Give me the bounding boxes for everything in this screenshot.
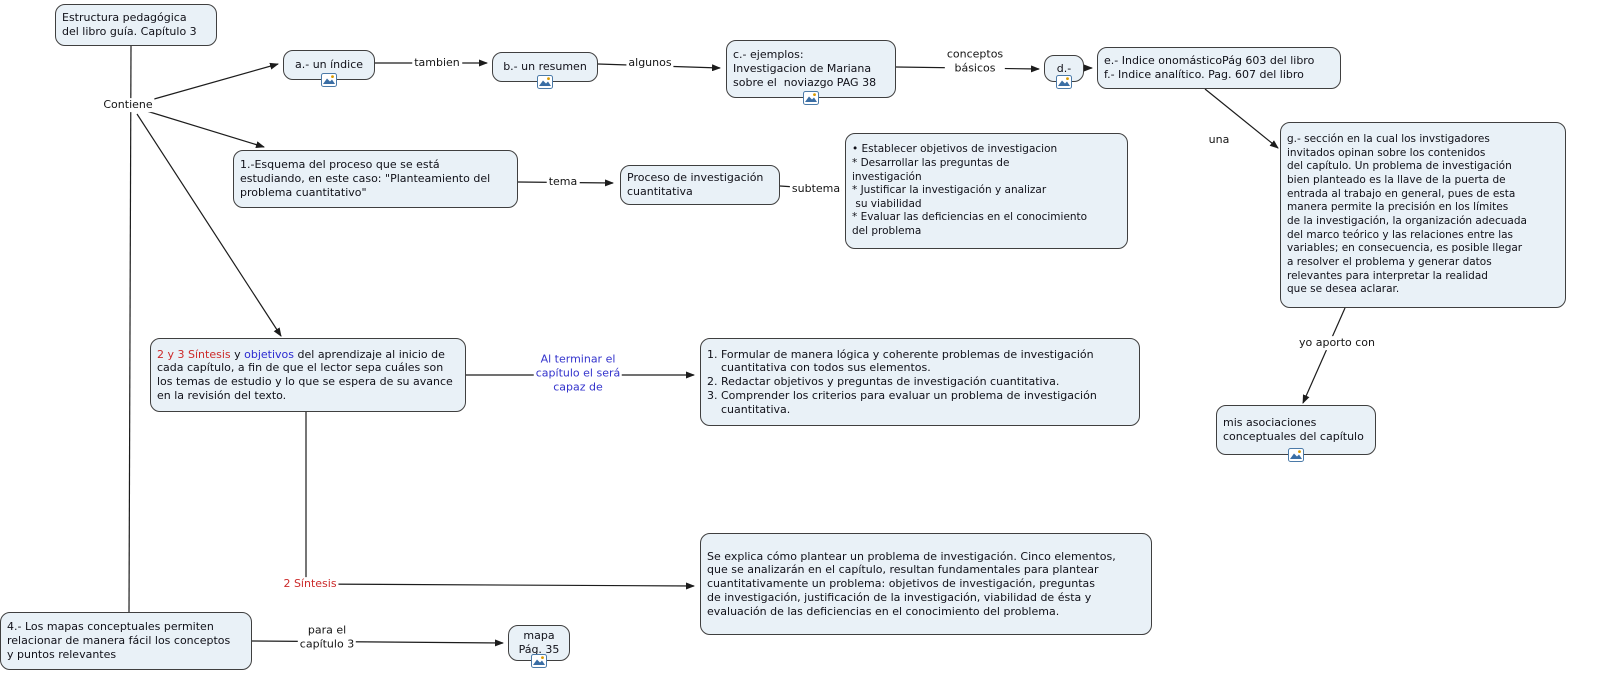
- edge-contiene-esquema: [139, 108, 265, 149]
- edge-root-mapas: [128, 45, 132, 613]
- edge-sintesis-explicacion: [305, 412, 695, 590]
- node-text: Proceso de investigación cuantitativa: [627, 171, 764, 198]
- node-text: 1.-Esquema del proceso que se está estud…: [240, 158, 491, 199]
- edge-seccion-asociaciones: [1302, 307, 1346, 404]
- text-segment-blue: objetivos: [244, 347, 295, 361]
- concept-node-asociaciones[interactable]: mis asociaciones conceptuales del capítu…: [1216, 405, 1376, 462]
- link-label-tema[interactable]: tema: [546, 175, 580, 189]
- concept-node-sintesis-explicacion[interactable]: Se explica cómo plantear un problema de …: [700, 533, 1152, 635]
- node-text: 1. Formular de manera lógica y coherente…: [707, 347, 1097, 416]
- node-text: e.- Indice onomásticoPág 603 del libro f…: [1104, 54, 1315, 81]
- link-label-contiene[interactable]: Contiene: [101, 98, 155, 112]
- concept-node-root[interactable]: Estructura pedagógica del libro guía. Ca…: [55, 4, 217, 46]
- link-label-para-el-capitulo-3[interactable]: para el capítulo 3: [297, 623, 357, 651]
- node-text: • Establecer objetivos de investigacion …: [852, 143, 1088, 238]
- link-label-algunos[interactable]: algunos: [626, 56, 674, 70]
- edge-contiene-indice: [139, 62, 279, 104]
- link-label-al-terminar[interactable]: Al terminar el capítulo el será capaz de: [533, 352, 623, 394]
- link-label-yo-aporto-con[interactable]: yo aporto con: [1296, 336, 1378, 350]
- image-icon[interactable]: [803, 91, 819, 105]
- node-text: b.- un resumen: [503, 60, 587, 74]
- edge-mapas-mapapag: [251, 639, 504, 647]
- concept-node-objetivos-lista[interactable]: • Establecer objetivos de investigacion …: [845, 133, 1128, 249]
- concept-node-capacidades[interactable]: 1. Formular de manera lógica y coherente…: [700, 338, 1140, 426]
- node-text: Se explica cómo plantear un problema de …: [707, 549, 1116, 618]
- link-label-una[interactable]: una: [1206, 133, 1232, 147]
- link-label-2-sintesis[interactable]: 2 Síntesis: [281, 577, 339, 591]
- concept-node-resumen[interactable]: b.- un resumen: [492, 52, 598, 89]
- image-icon[interactable]: [1056, 75, 1072, 89]
- text-segment: del aprendizaje al inicio de cada capítu…: [157, 347, 453, 402]
- node-text: a.- un índice: [294, 58, 364, 72]
- concept-node-indices-ef[interactable]: e.- Indice onomásticoPág 603 del libro f…: [1097, 47, 1341, 89]
- node-text: c.- ejemplos: Investigacion de Mariana s…: [733, 48, 877, 89]
- text-segment-red: 2 y 3 Síntesis: [157, 347, 231, 361]
- link-label-tambien[interactable]: tambien: [412, 56, 462, 70]
- concept-node-mapas[interactable]: 4.- Los mapas conceptuales permiten rela…: [0, 612, 252, 670]
- node-text: g.- sección en la cual los invstigadores…: [1287, 133, 1527, 296]
- node-text: 4.- Los mapas conceptuales permiten rela…: [7, 620, 231, 661]
- concept-node-d[interactable]: d.-: [1044, 55, 1084, 89]
- concept-node-proceso[interactable]: Proceso de investigación cuantitativa: [620, 165, 780, 205]
- node-text: Estructura pedagógica del libro guía. Ca…: [62, 11, 197, 38]
- node-text: 2 y 3 Síntesis y objetivos del aprendiza…: [157, 348, 459, 403]
- text-segment: y: [230, 347, 245, 361]
- concept-node-mapa-pag[interactable]: mapa Pág. 35: [508, 625, 570, 668]
- node-text: mis asociaciones conceptuales del capítu…: [1223, 416, 1364, 443]
- concept-node-indice[interactable]: a.- un índice: [283, 50, 375, 87]
- link-label-conceptos-basicos[interactable]: conceptos básicos: [944, 47, 1006, 75]
- image-icon[interactable]: [321, 73, 337, 87]
- link-label-subtema[interactable]: subtema: [789, 182, 843, 196]
- node-text: d.-: [1056, 61, 1072, 75]
- node-text: mapa Pág. 35: [518, 629, 560, 656]
- image-icon[interactable]: [531, 654, 547, 668]
- concept-node-esquema[interactable]: 1.-Esquema del proceso que se está estud…: [233, 150, 518, 208]
- concept-node-seccion-g[interactable]: g.- sección en la cual los invstigadores…: [1280, 122, 1566, 308]
- image-icon[interactable]: [537, 75, 553, 89]
- concept-node-ejemplos[interactable]: c.- ejemplos: Investigacion de Mariana s…: [726, 40, 896, 105]
- concept-node-sintesis-objetivos[interactable]: 2 y 3 Síntesis y objetivos del aprendiza…: [150, 338, 466, 412]
- edge-contiene-sintesis: [136, 113, 282, 337]
- image-icon[interactable]: [1288, 448, 1304, 462]
